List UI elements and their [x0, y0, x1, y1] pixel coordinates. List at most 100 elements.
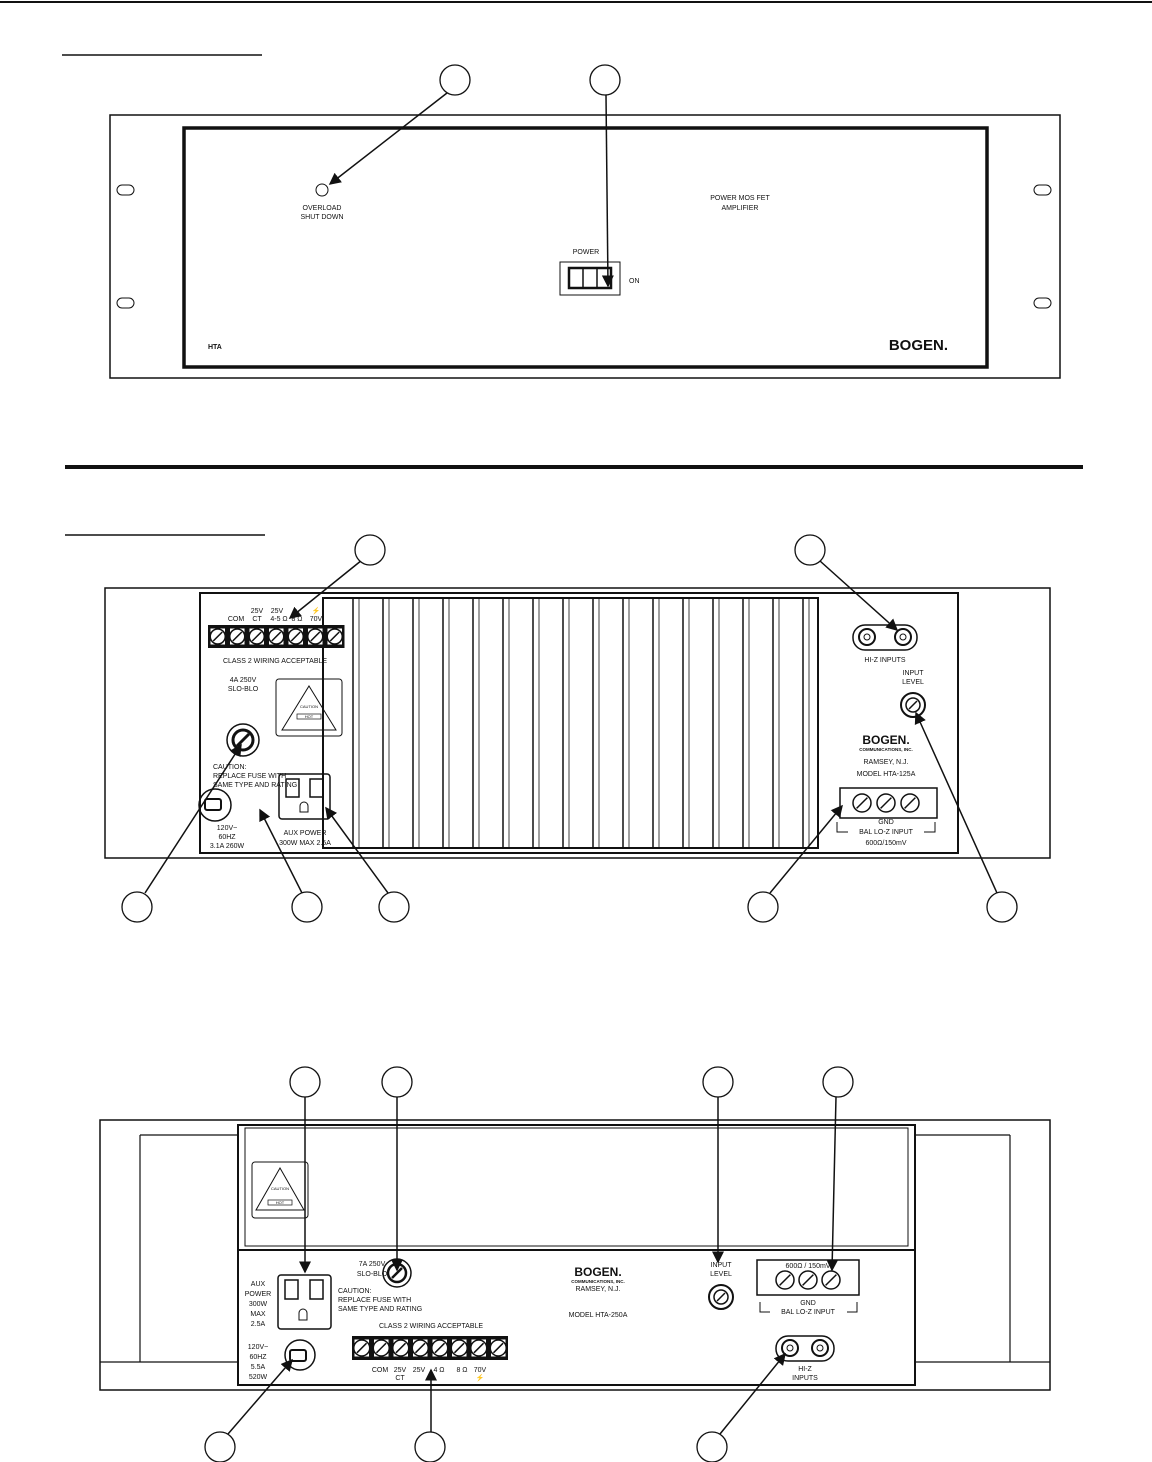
hi-z-input-jacks[interactable] [852, 624, 918, 651]
callout-circle [289, 1066, 321, 1098]
hot-warning-label: CAUTION HOT [275, 678, 343, 737]
terminal-label: CT [252, 616, 262, 623]
screw-terminal[interactable] [411, 1339, 429, 1357]
bogen-subtitle: COMMUNICATIONS, INC. [571, 1279, 624, 1284]
input-level-label: INPUT [903, 670, 925, 677]
screw-terminal[interactable] [372, 1339, 390, 1357]
power-rating: 120V~ [217, 825, 237, 832]
power-rating: 120V~ [248, 1344, 268, 1351]
model-short: HTA [208, 344, 222, 351]
screw-terminal[interactable] [431, 1339, 449, 1357]
terminal-label: 8 Ω [456, 1367, 467, 1374]
speaker-terminal-strip[interactable] [352, 1336, 508, 1360]
led-label: OVERLOAD [303, 205, 342, 212]
bogen-logo: BOGEN. [862, 733, 909, 747]
rear-panel-hta-250a: CAUTION HOT AUX POWER 300W MAX 2.5A 120V… [99, 1066, 1051, 1462]
terminal-label: COM [228, 616, 245, 623]
terminal-label: 25V [413, 1367, 426, 1374]
hot-warning-label: CAUTION HOT [251, 1161, 309, 1219]
aux-power-label: 300W [249, 1301, 268, 1308]
power-rating: 60HZ [218, 834, 236, 841]
aux-power-label: MAX [250, 1311, 266, 1318]
callout-circle [378, 891, 410, 923]
callout-circle [354, 534, 386, 566]
callout-circle [822, 1066, 854, 1098]
front-panel: OVERLOAD SHUT DOWN POWER MOS FET AMPLIFI… [62, 54, 1061, 379]
terminal-label: ⚡ [476, 1373, 485, 1382]
city-label: RAMSEY, N.J. [576, 1286, 621, 1293]
aux-power-outlet[interactable] [278, 773, 331, 820]
screw-terminal[interactable] [287, 628, 304, 645]
screw-terminal[interactable] [353, 1339, 371, 1357]
power-rating: 60HZ [249, 1354, 267, 1361]
input-level-knob[interactable] [708, 1284, 734, 1310]
fuse-rating: 4A 250V [230, 677, 257, 684]
screw-terminal[interactable] [852, 793, 872, 813]
terminal-label: ⚡ [312, 606, 321, 615]
terminal-label: 25V [394, 1367, 407, 1374]
callout-circle [381, 1066, 413, 1098]
hi-z-input-jacks[interactable] [775, 1335, 835, 1362]
screw-terminal[interactable] [209, 628, 226, 645]
screw-terminal[interactable] [229, 628, 246, 645]
callout-circle [696, 1431, 728, 1462]
fuse-caution: REPLACE FUSE WITH [213, 773, 286, 780]
screw-terminal[interactable] [268, 628, 285, 645]
screw-terminal[interactable] [489, 1339, 507, 1357]
svg-text:HOT: HOT [276, 1200, 285, 1205]
amp-title: POWER MOS FET [710, 195, 770, 202]
fuse-rating: SLO-BLO [228, 686, 259, 693]
screw-terminal[interactable] [326, 628, 343, 645]
heatsink [322, 597, 819, 849]
fuse-caution: SAME TYPE AND RATING [213, 782, 297, 789]
aux-power-label: 2.5A [251, 1321, 266, 1328]
led-label: SHUT DOWN [300, 214, 343, 221]
hi-z-label: HI-Z [798, 1366, 812, 1373]
speaker-terminal-strip[interactable] [208, 625, 345, 648]
lo-z-input-terminals[interactable] [756, 1259, 860, 1296]
fuse-caution: CAUTION: [213, 764, 247, 771]
aux-power-label: AUX [251, 1281, 266, 1288]
callout-circle [204, 1431, 236, 1462]
power-rating: 3.1A 260W [210, 843, 245, 850]
aux-power-outlet[interactable] [277, 1274, 332, 1330]
callout-circle [794, 534, 826, 566]
power-inlet [284, 1339, 316, 1371]
power-inlet [198, 788, 232, 822]
terminal-label: 70V [474, 1367, 487, 1374]
svg-text:CAUTION: CAUTION [300, 704, 318, 709]
power-rating: 520W [249, 1374, 268, 1381]
callout-circle [414, 1431, 446, 1462]
screw-terminal[interactable] [876, 793, 896, 813]
screw-terminal[interactable] [775, 1270, 795, 1290]
bogen-logo: BOGEN. [574, 1265, 621, 1279]
screw-terminal[interactable] [798, 1270, 818, 1290]
svg-text:CAUTION: CAUTION [271, 1186, 289, 1191]
input-level-knob[interactable] [900, 692, 926, 718]
fuse-caution: CAUTION: [338, 1288, 372, 1295]
callout-circle [439, 64, 471, 96]
input-level-label: LEVEL [710, 1271, 732, 1278]
power-label: POWER [573, 249, 599, 256]
screw-terminal[interactable] [392, 1339, 410, 1357]
lo-z-label: BAL LO-Z INPUT [859, 829, 914, 836]
fuse-caution: REPLACE FUSE WITH [338, 1297, 411, 1304]
rack-panel [109, 114, 1061, 379]
screw-terminal[interactable] [450, 1339, 468, 1357]
lo-z-label: GND [800, 1300, 816, 1307]
fuse-holder[interactable] [226, 723, 260, 757]
terminal-label: 25V [251, 608, 264, 615]
rear-panel-hta-125a: COM 25V CT 25V 4-5 Ω 8 Ω ⚡ 70V CLASS 2 W… [65, 534, 1051, 923]
callout-circle [121, 891, 153, 923]
screw-terminal[interactable] [470, 1339, 488, 1357]
hi-z-label: INPUTS [792, 1375, 818, 1382]
lo-z-label: GND [878, 819, 894, 826]
screw-terminal[interactable] [307, 628, 324, 645]
power-switch[interactable] [559, 261, 621, 296]
terminal-label: CT [395, 1375, 405, 1382]
screw-terminal[interactable] [900, 793, 920, 813]
front-bezel [182, 126, 989, 369]
lo-z-input-terminals[interactable] [839, 787, 938, 819]
terminal-label: COM [372, 1367, 389, 1374]
screw-terminal[interactable] [248, 628, 265, 645]
